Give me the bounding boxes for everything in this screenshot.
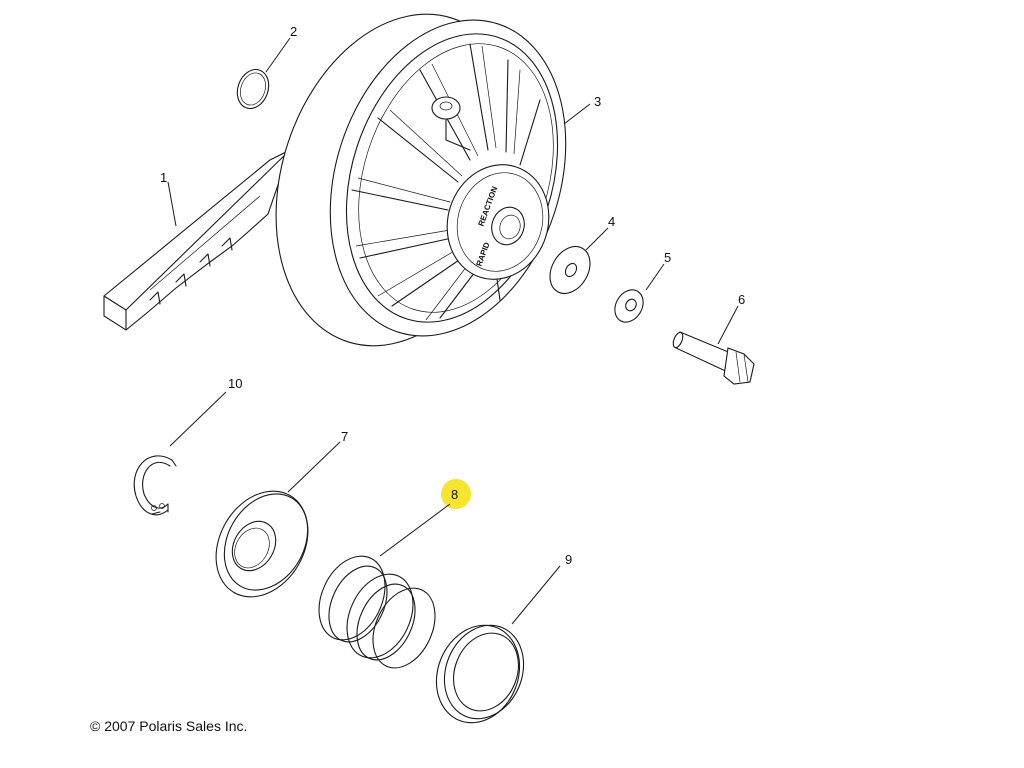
part-3-driven-clutch-sheave[interactable]: REACTION RAPID: [235, 0, 604, 378]
leader-5: [645, 263, 665, 291]
leader-1: [167, 181, 177, 227]
callout-1[interactable]: 1: [160, 170, 167, 185]
callout-8[interactable]: 8: [451, 487, 458, 502]
callout-5[interactable]: 5: [664, 250, 671, 265]
leader-3: [563, 103, 591, 125]
part-1-drive-belt[interactable]: [103, 148, 291, 331]
part-5-spacer[interactable]: [609, 285, 649, 327]
callout-9[interactable]: 9: [565, 552, 572, 567]
leader-8: [379, 503, 451, 557]
leader-4: [585, 227, 609, 251]
leader-lines: [167, 37, 739, 625]
callout-7[interactable]: 7: [341, 429, 348, 444]
part-6-bolt[interactable]: [671, 331, 755, 385]
leader-7: [287, 441, 341, 493]
callout-4[interactable]: 4: [608, 214, 615, 229]
part-9-cap[interactable]: [422, 613, 537, 736]
leader-2: [265, 37, 291, 73]
callout-labels: 1 2 3 4 5 6 7 8 9 10: [160, 24, 745, 567]
part-8-spring[interactable]: [306, 545, 447, 677]
leader-6: [717, 305, 739, 345]
callout-2[interactable]: 2: [290, 24, 297, 39]
callout-3[interactable]: 3: [594, 94, 601, 109]
part-10-snap-ring[interactable]: [133, 455, 177, 516]
leader-9: [511, 565, 561, 625]
callout-8-highlight: [441, 479, 471, 509]
copyright-notice: © 2007 Polaris Sales Inc.: [90, 718, 248, 734]
part-4-washer[interactable]: [542, 239, 598, 300]
callout-6[interactable]: 6: [738, 292, 745, 307]
part-7-spring-cup[interactable]: [198, 475, 327, 614]
part-2-o-ring[interactable]: [232, 65, 274, 113]
leader-10: [169, 391, 227, 447]
callout-10[interactable]: 10: [228, 376, 242, 391]
